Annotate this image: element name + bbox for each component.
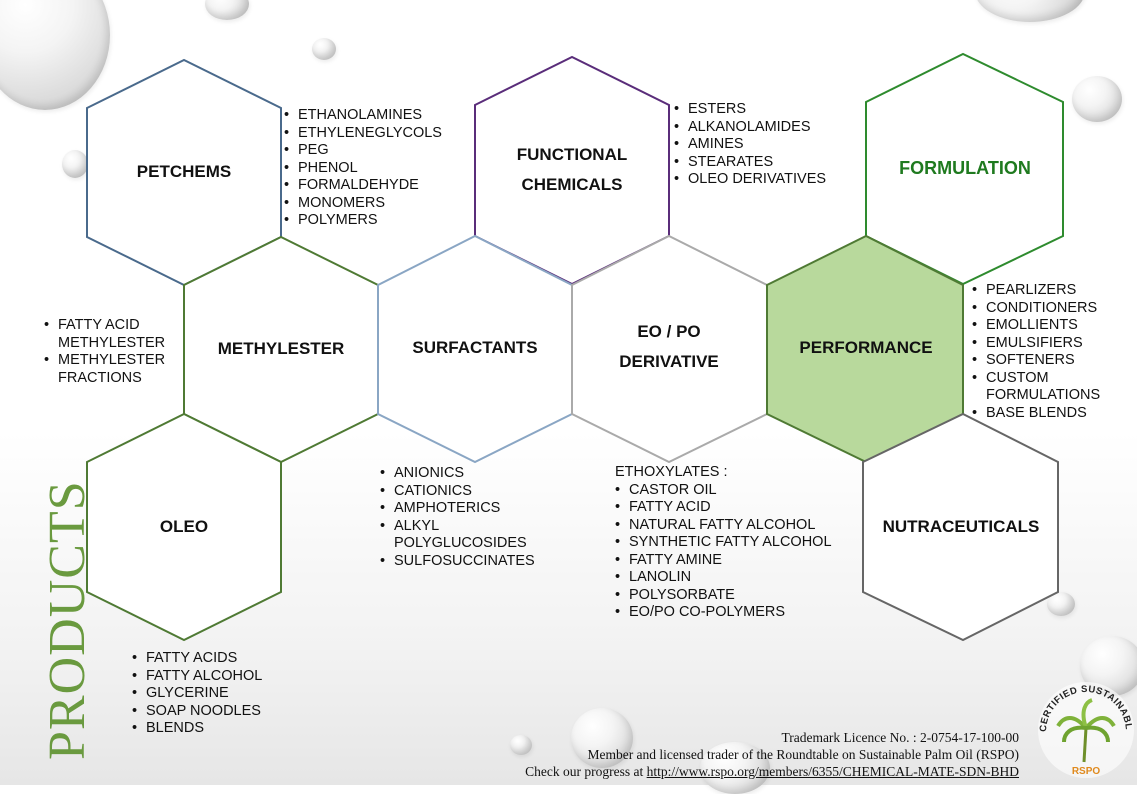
water-droplet [510,735,532,755]
list-item: OLEO DERIVATIVES [674,171,826,189]
products-title: PRODUCTS [39,480,96,760]
list-surfactants: ANIONICSCATIONICSAMPHOTERICSALKYL POLYGL… [380,465,540,570]
rspo-membership: Member and licensed trader of the Roundt… [587,747,1019,762]
list-eo-po-heading: ETHOXYLATES : [615,464,728,480]
list-item: PEG [284,142,442,160]
list-item: FATTY ACID METHYLESTER [44,317,174,352]
list-eo-po: CASTOR OILFATTY ACIDNATURAL FATTY ALCOHO… [615,482,832,622]
list-item: SULFOSUCCINATES [380,553,540,571]
hex-label-petchems: PETCHEMS [136,162,232,181]
list-item: POLYMERS [284,212,442,230]
list-item: EMOLLIENTS [972,317,1107,335]
list-item: FATTY ACIDS [132,650,262,668]
rspo-logo: CERTIFIED SUSTAINABLE PALM OIL RSPO [1030,670,1134,778]
list-item: CONDITIONERS [972,300,1107,318]
list-item: ESTERS [674,101,826,119]
list-item: LANOLIN [615,569,832,587]
list-item: ALKANOLAMIDES [674,119,826,137]
list-item: ALKYL POLYGLUCOSIDES [380,518,540,553]
list-item: EMULSIFIERS [972,335,1107,353]
palm-tree-icon [1056,698,1116,763]
list-item: FORMALDEHYDE [284,177,442,195]
list-item: MONOMERS [284,195,442,213]
list-item: FATTY ALCOHOL [132,668,262,686]
list-item: EO/PO CO-POLYMERS [615,604,832,622]
hex-label-formulation: FORMULATION [899,158,1031,178]
trademark-licence: Trademark Licence No. : 2-0754-17-100-00 [781,730,1019,745]
hex-label-surfactants: SURFACTANTS [412,338,538,357]
water-droplet [571,708,633,768]
list-item: NATURAL FATTY ALCOHOL [615,517,832,535]
list-item: PHENOL [284,160,442,178]
hex-label-functional-chemicals: FUNCTIONAL CHEMICALS [516,145,628,194]
list-item: GLYCERINE [132,685,262,703]
hex-label-eo-po-derivative: EO / PO DERIVATIVE [619,322,719,371]
rspo-progress-link[interactable]: http://www.rspo.org/members/6355/CHEMICA… [646,764,1019,779]
list-item: METHYLESTER FRACTIONS [44,352,174,387]
list-petchems: ETHANOLAMINESETHYLENEGLYCOLSPEGPHENOLFOR… [284,107,442,230]
list-item: POLYSORBATE [615,587,832,605]
list-item: STEARATES [674,154,826,172]
list-performance: PEARLIZERSCONDITIONERSEMOLLIENTSEMULSIFI… [972,282,1107,422]
list-item: SYNTHETIC FATTY ALCOHOL [615,534,832,552]
list-item: SOAP NOODLES [132,703,262,721]
eo-po-block: ETHOXYLATES : CASTOR OILFATTY ACIDNATURA… [615,464,832,622]
water-droplet [62,150,88,178]
list-functional-chemicals: ESTERSALKANOLAMIDESAMINESSTEARATESOLEO D… [674,101,826,189]
water-droplet [205,0,249,20]
hex-oleo [86,412,282,642]
list-item: CUSTOM FORMULATIONS [972,370,1107,405]
hex-label-nutraceuticals: NUTRACEUTICALS [882,517,1040,536]
hex-label-oleo: OLEO [159,517,209,536]
hex-label-methylester: METHYLESTER [217,339,345,358]
list-oleo: FATTY ACIDSFATTY ALCOHOLGLYCERINESOAP NO… [132,650,262,738]
list-item: SOFTENERS [972,352,1107,370]
water-droplet [312,38,336,60]
list-item: CASTOR OIL [615,482,832,500]
water-droplet [1072,76,1122,122]
list-item: ANIONICS [380,465,540,483]
water-droplet [975,0,1085,22]
hex-nutraceuticals [862,412,1059,642]
list-item: AMINES [674,136,826,154]
list-item: CATIONICS [380,483,540,501]
list-item: FATTY AMINE [615,552,832,570]
progress-prefix: Check our progress at [525,764,647,779]
list-item: BASE BLENDS [972,405,1107,423]
list-item: ETHYLENEGLYCOLS [284,125,442,143]
list-item: ETHANOLAMINES [284,107,442,125]
list-item: FATTY ACID [615,499,832,517]
hex-label-performance: PERFORMANCE [799,338,933,357]
list-methylester: FATTY ACID METHYLESTERMETHYLESTER FRACTI… [44,317,174,387]
list-item: PEARLIZERS [972,282,1107,300]
rspo-mark: RSPO [1072,766,1101,777]
list-item: AMPHOTERICS [380,500,540,518]
list-item: BLENDS [132,720,262,738]
progress-line: Check our progress at http://www.rspo.or… [525,764,1019,780]
